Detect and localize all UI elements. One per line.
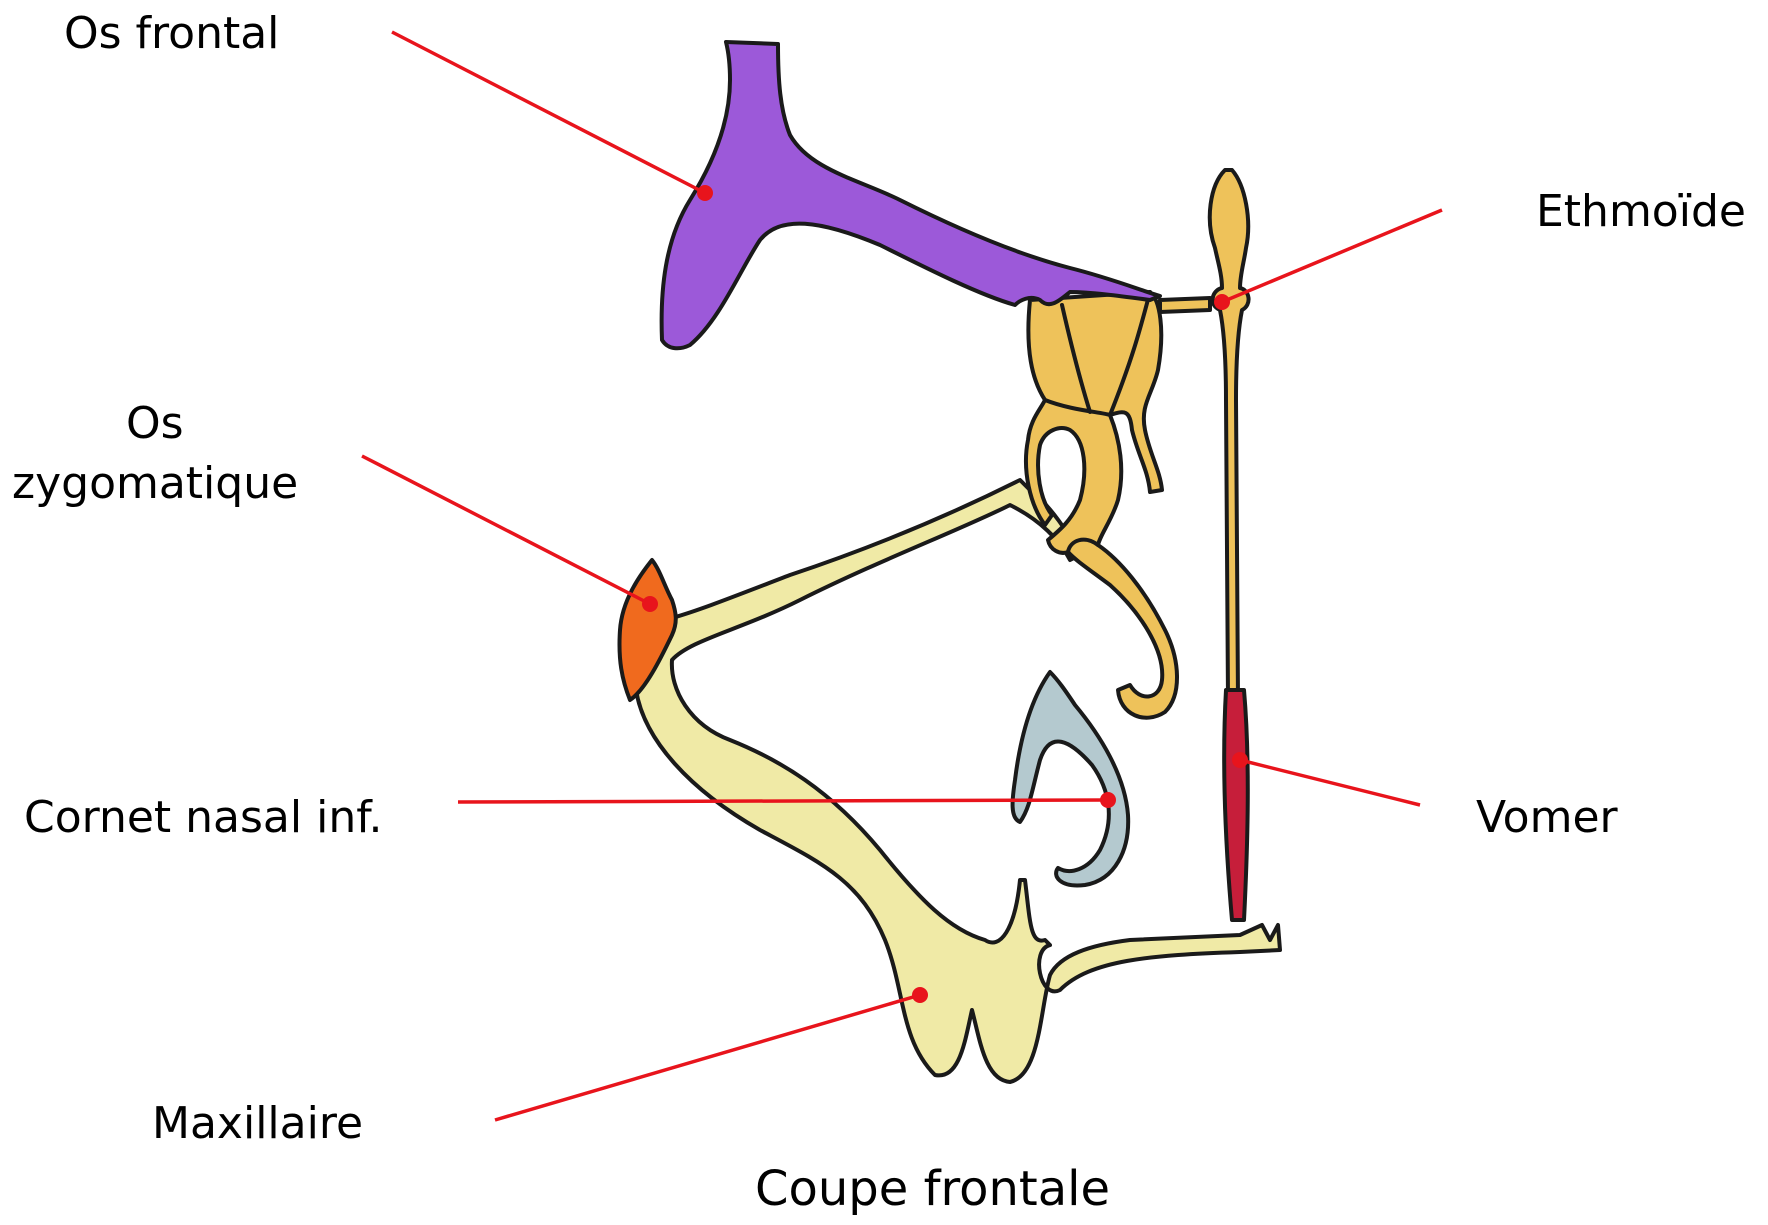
ethmoid-shape: [1026, 170, 1249, 718]
leader-cornet: [458, 800, 1108, 802]
label-vomer: Vomer: [1476, 792, 1619, 843]
vomer-shape: [1224, 690, 1248, 920]
label-cornet: Cornet nasal inf.: [24, 792, 383, 843]
dot-cornet: [1100, 792, 1116, 808]
dot-maxillaire: [912, 987, 928, 1003]
diagram-caption: Coupe frontale: [755, 1161, 1110, 1217]
leader-maxillaire: [495, 995, 920, 1120]
inferior-turbinate-shape: [1013, 672, 1129, 885]
dot-ethmoide: [1214, 294, 1230, 310]
leader-os-frontal: [392, 32, 705, 193]
leader-vomer: [1240, 760, 1420, 805]
leader-os-zygomatique: [362, 456, 650, 604]
label-os-frontal: Os frontal: [64, 8, 279, 59]
label-os-zygomatique-line2: zygomatique: [12, 458, 298, 509]
maxilla-shape: [634, 480, 1280, 1082]
dot-os-frontal: [697, 185, 713, 201]
label-maxillaire: Maxillaire: [152, 1098, 363, 1149]
leader-ethmoide: [1222, 210, 1442, 302]
label-ethmoide: Ethmoïde: [1536, 186, 1746, 237]
dot-vomer: [1232, 752, 1248, 768]
label-os-zygomatique-line1: Os: [126, 398, 184, 449]
dot-os-zygomatique: [642, 596, 658, 612]
